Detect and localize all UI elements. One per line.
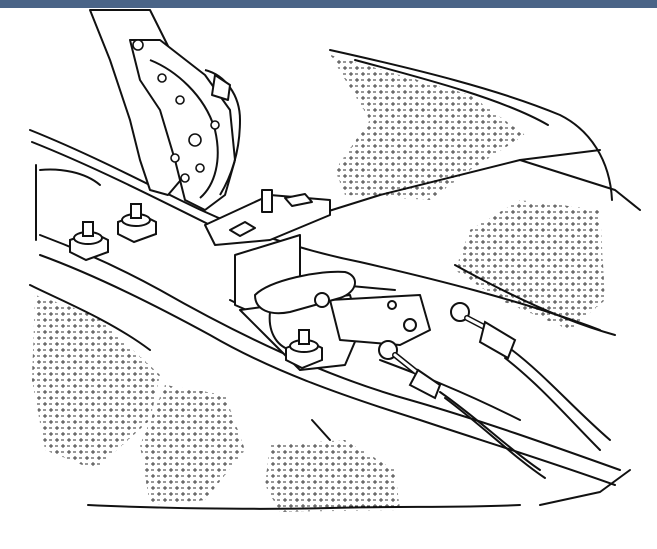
bolt-icon	[69, 221, 109, 262]
bolt-icon	[157, 73, 167, 83]
bolt-icon	[195, 163, 205, 173]
bolt-icon	[117, 203, 157, 244]
hinge-holes	[132, 39, 220, 183]
hatch-right	[455, 200, 605, 330]
bolt-icon	[170, 153, 180, 163]
hatch-bottom	[265, 440, 400, 512]
bolt-icon	[285, 329, 323, 370]
hatched-panels	[32, 55, 605, 512]
bolt-icon	[180, 173, 190, 183]
bottom-margin	[0, 537, 657, 549]
cable-icon	[378, 340, 546, 479]
hatch-left	[32, 295, 160, 470]
mounting-bolts	[69, 203, 323, 370]
bolt-icon	[175, 95, 185, 105]
bolt-icon	[132, 39, 144, 51]
bolt-icon	[188, 133, 202, 147]
release-cables	[378, 302, 611, 479]
hatch-lower-center	[140, 385, 245, 505]
hood-hinge-arm	[89, 9, 241, 211]
hatch-upper-right	[330, 55, 525, 200]
cable-icon	[450, 302, 611, 451]
window-title-bar	[0, 0, 657, 8]
bolt-icon	[210, 120, 220, 130]
